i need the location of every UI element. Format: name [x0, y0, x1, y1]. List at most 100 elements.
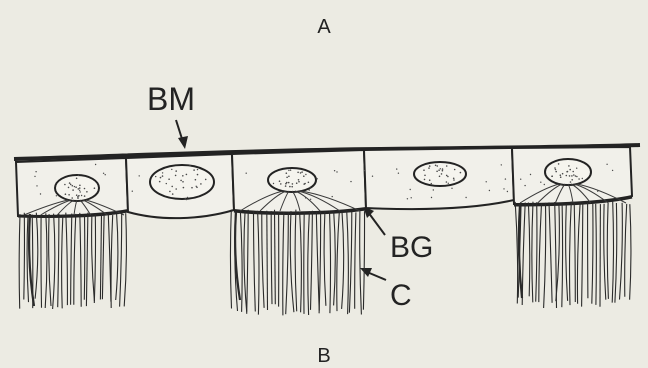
stipple-dot [298, 181, 300, 183]
stipple-dot [571, 175, 573, 177]
stipple-dot [36, 185, 37, 186]
stipple-dot [431, 197, 432, 198]
cilium [49, 214, 51, 306]
cilium [319, 211, 321, 314]
stipple-dot [187, 197, 188, 198]
stipple-dot [544, 184, 545, 185]
cilium [100, 214, 101, 300]
stipple-dot [193, 169, 195, 171]
stipple-dot [185, 198, 186, 199]
stipple-dot [396, 168, 397, 169]
stipple-dot [280, 183, 282, 185]
stipple-dot [442, 168, 444, 170]
stipple-dot [75, 186, 77, 188]
stipple-dot [305, 197, 306, 198]
label-a-apical: A [317, 16, 331, 38]
stipple-dot [81, 195, 82, 196]
label-b-luminal: B [317, 345, 330, 367]
stipple-dot [424, 175, 426, 177]
stipple-dot [317, 178, 318, 179]
stipple-dot [303, 175, 305, 177]
stipple-dot [155, 176, 156, 177]
cilium [539, 204, 542, 303]
stipple-dot [573, 174, 575, 176]
stipple-dot [160, 177, 162, 179]
stipple-dot [555, 171, 557, 173]
cilium [300, 212, 302, 313]
stipple-dot [423, 169, 425, 171]
stipple-dot [503, 188, 504, 189]
stipple-dot [612, 170, 613, 171]
cilium [86, 213, 88, 307]
epithelial-cells [16, 147, 632, 218]
label-bg-basal-granules: BG [390, 231, 433, 264]
cilium [330, 211, 331, 314]
cilium [92, 215, 95, 302]
cilium [283, 212, 284, 316]
stipple-dot [132, 191, 133, 192]
stipple-dot [105, 174, 106, 175]
stipple-dot [310, 199, 311, 200]
stipple-dot [560, 176, 562, 178]
stipple-dot [606, 164, 607, 165]
stipple-dot [560, 174, 562, 176]
stipple-dot [34, 176, 35, 177]
nucleus-3 [268, 168, 316, 192]
stipple-dot [288, 182, 290, 184]
stipple-dot [454, 169, 456, 171]
cilium [612, 202, 613, 303]
cilium [244, 210, 247, 311]
stipple-dot [578, 178, 580, 180]
cilium [111, 215, 113, 308]
stipple-dot [290, 170, 291, 171]
stipple-dot [540, 182, 541, 183]
stipple-dot [520, 179, 521, 180]
stipple-dot [74, 186, 75, 187]
cilium [247, 210, 249, 314]
stipple-dot [285, 183, 287, 185]
stipple-dot [56, 195, 57, 196]
stipple-dot [40, 193, 41, 194]
stipple-dot [78, 195, 80, 197]
cilium [549, 202, 552, 302]
cilium [324, 212, 326, 306]
stipple-dot [162, 175, 164, 177]
stipple-dot [285, 185, 287, 187]
stipple-dot [582, 178, 583, 179]
stipple-dot [486, 181, 487, 182]
stipple-dot [196, 186, 197, 187]
cilia [19, 202, 631, 316]
cilium [258, 211, 259, 315]
stipple-dot [435, 165, 437, 167]
stipple-dot [569, 175, 571, 177]
stipple-dot [288, 170, 289, 171]
stipple-dot [78, 188, 80, 190]
stipple-dot [440, 168, 441, 169]
stipple-dot [64, 184, 66, 186]
cilium [515, 202, 517, 304]
stipple-dot [171, 186, 173, 188]
stipple-dot [80, 191, 81, 192]
cilium [536, 202, 537, 302]
stipple-dot [569, 169, 571, 171]
stipple-dot [186, 199, 187, 200]
stipple-dot [336, 171, 337, 172]
cilium [35, 213, 38, 299]
stipple-dot [501, 164, 502, 165]
cilium [528, 203, 529, 297]
stipple-dot [71, 197, 73, 199]
cilium [58, 214, 59, 307]
cilium [308, 211, 310, 315]
stipple-dot [189, 165, 190, 166]
nucleus-4 [414, 162, 466, 186]
cilium [80, 213, 81, 307]
stipple-dot [554, 167, 556, 169]
stipple-dot [139, 175, 140, 176]
stipple-dot [246, 173, 247, 174]
stipple-dot [301, 171, 303, 173]
cilium [596, 204, 597, 305]
stipple-dot [175, 188, 177, 190]
stipple-dot [183, 187, 185, 189]
stipple-dot [182, 175, 184, 177]
stipple-dot [566, 175, 568, 177]
